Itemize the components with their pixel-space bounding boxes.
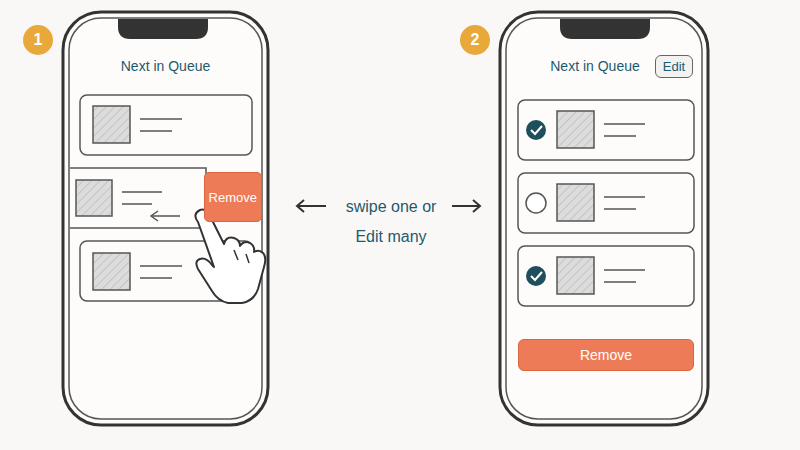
screen-title: Next in Queue	[520, 58, 670, 74]
queue-card	[70, 168, 206, 228]
button: Remove	[518, 339, 694, 371]
queue-card	[518, 246, 694, 306]
queue-card	[518, 173, 694, 233]
button: Remove	[204, 172, 262, 222]
phone-frame	[63, 12, 268, 425]
swipe-hand	[195, 210, 265, 303]
button-label: Remove	[580, 347, 632, 363]
phone-screen: Next in QueueRemove	[63, 12, 268, 425]
phone-frame	[500, 12, 708, 425]
checkbox	[526, 120, 546, 286]
phone-screen: Next in QueueEditRemove	[500, 12, 708, 425]
button: Edit	[655, 55, 693, 78]
queue-card	[518, 100, 694, 160]
screen-title: Next in Queue	[63, 58, 268, 74]
button-label: Remove	[209, 190, 257, 205]
queue-card	[80, 95, 252, 155]
button-label: Edit	[663, 59, 685, 74]
callout-number: 2	[460, 25, 490, 55]
callout-disc	[460, 25, 490, 55]
swipe-note: swipe one or Edit many	[334, 192, 448, 253]
callout-disc	[23, 25, 53, 55]
callout-number: 1	[23, 25, 53, 55]
